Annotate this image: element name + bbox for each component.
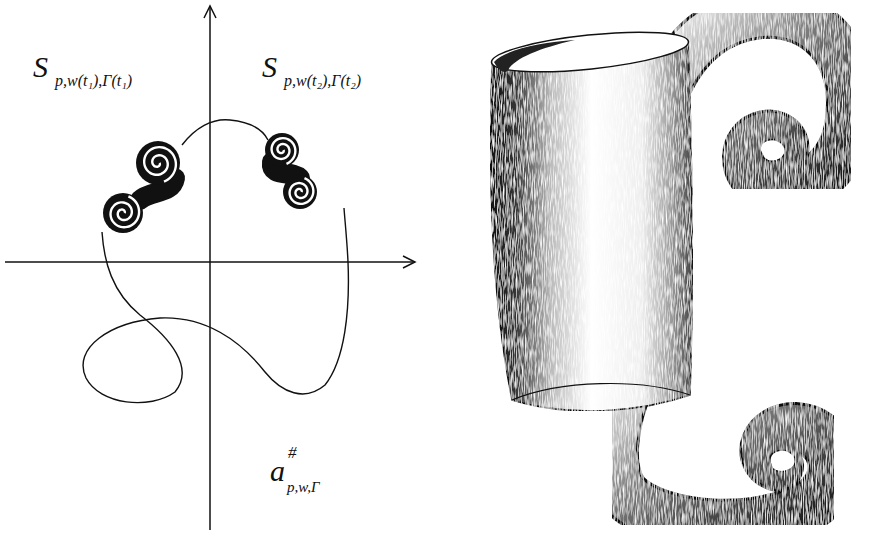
curve (182, 120, 268, 145)
symbol-letter: S (33, 52, 48, 82)
spiral-disc (265, 133, 299, 167)
superscript: # (288, 444, 297, 461)
spiral-line (290, 178, 314, 204)
cup-handle (670, 14, 851, 189)
symbol-letter: S (262, 52, 277, 82)
subscript: p,w(t₁),Γ(t₁) (55, 73, 132, 89)
spiral-shapes (103, 133, 317, 233)
curve (83, 208, 348, 403)
axes (5, 6, 415, 530)
spiral-disc (103, 193, 143, 233)
spiral-line (111, 196, 140, 227)
subscript: p,w(t₂),Γ(t₂) (284, 73, 361, 89)
symbol-letter: a (270, 456, 285, 486)
spiral-disc (136, 141, 180, 185)
subscript: p,w,Γ (287, 480, 319, 495)
cup-body (490, 25, 692, 411)
spiral-line (272, 138, 296, 164)
spiral-line (144, 147, 176, 181)
spiral-disc (283, 175, 317, 209)
